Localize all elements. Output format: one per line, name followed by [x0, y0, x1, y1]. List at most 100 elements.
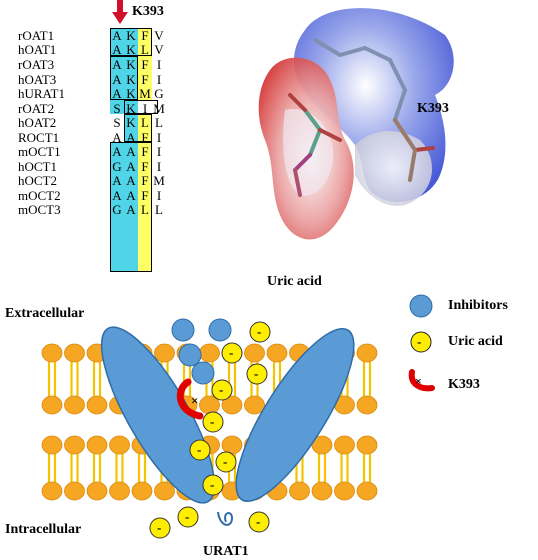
- lipid-head: [244, 343, 265, 363]
- lipid-head: [334, 481, 355, 501]
- alignment-residue: I: [156, 144, 162, 160]
- svg-text:-: -: [157, 520, 161, 535]
- alignment-species-label: mOCT2: [18, 187, 61, 203]
- alignment-residue: G: [112, 202, 122, 218]
- alignment-residue: A: [112, 27, 122, 43]
- alignment-residue: I: [156, 158, 162, 174]
- uric-acid-molecule: -: [215, 451, 237, 473]
- alignment-residue: L: [155, 202, 163, 218]
- lipid-head: [41, 395, 63, 415]
- alignment-box: [124, 114, 152, 142]
- lipid-head: [311, 481, 333, 501]
- uric-acid-molecule: -: [149, 517, 171, 539]
- lipid-head: [64, 435, 85, 455]
- lipid-head: [109, 435, 130, 455]
- lipid-head: [109, 481, 130, 501]
- k393-marker-arrow: [112, 0, 128, 24]
- lipid-head: [64, 343, 85, 363]
- lipid-head: [356, 435, 378, 455]
- alignment-species-label: rOAT2: [18, 100, 55, 116]
- uric-acid-molecule: -: [221, 342, 243, 364]
- alignment-residue: F: [141, 158, 149, 174]
- alignment-residue: F: [141, 71, 149, 87]
- alignment-residue: K: [126, 71, 136, 87]
- alignment-residue: A: [112, 86, 122, 102]
- alignment-residue: M: [153, 173, 165, 189]
- intracellular-label: Intracellular: [5, 522, 81, 537]
- alignment-residue: A: [112, 187, 122, 203]
- molecule-residue-label: K393: [417, 101, 449, 116]
- k393-cross: ×: [191, 393, 198, 408]
- lipid-head: [334, 435, 355, 455]
- alignment-species-label: rOAT1: [18, 27, 55, 43]
- alignment-residue: A: [112, 173, 122, 189]
- lipid-head: [131, 481, 153, 501]
- alignment-residue: A: [126, 129, 136, 145]
- alignment-residue: S: [113, 115, 121, 131]
- urat1-label: URAT1: [203, 544, 249, 559]
- alignment-residue: F: [141, 56, 149, 72]
- lipid-head: [356, 395, 378, 415]
- yellow-column-block: [138, 28, 152, 100]
- svg-text:-: -: [210, 414, 214, 429]
- svg-text:-: -: [229, 345, 233, 360]
- alignment-residue: G: [154, 86, 164, 102]
- alignment-residue: A: [112, 71, 122, 87]
- k393-site: [176, 378, 204, 420]
- alignment-box: [110, 28, 152, 56]
- alignment-species-label: mOCT1: [18, 144, 61, 160]
- alignment-species-label: mOCT3: [18, 202, 61, 218]
- alignment-residue: V: [154, 27, 164, 43]
- lipid-head: [199, 343, 220, 363]
- alignment-residue: A: [126, 173, 136, 189]
- svg-text:-: -: [197, 442, 201, 457]
- alignment-residue: A: [112, 42, 122, 58]
- lipid-head: [356, 343, 378, 363]
- lipid-head: [266, 343, 288, 363]
- cyan-column-block: [110, 142, 138, 272]
- uric-acid-molecule: -: [177, 506, 199, 528]
- alignment-species-label: ROCT1: [18, 129, 60, 145]
- svg-text:-: -: [417, 334, 421, 349]
- alignment-residue: L: [141, 202, 149, 218]
- uric-acid-molecule: -: [248, 511, 270, 533]
- alignment-residue: A: [126, 202, 136, 218]
- lipid-head: [154, 343, 175, 363]
- svg-text:×: ×: [415, 374, 422, 388]
- svg-text:-: -: [256, 514, 260, 529]
- lipid-head: [64, 481, 85, 501]
- lipid-head: [221, 435, 243, 455]
- alignment-residue: F: [141, 129, 149, 145]
- alignment-residue: I: [156, 71, 162, 87]
- alignment-residue: I: [156, 129, 162, 145]
- svg-text:-: -: [223, 454, 227, 469]
- alignment-box: [110, 56, 138, 100]
- lipid-head: [356, 481, 378, 501]
- inhibitor-molecule: [178, 343, 202, 367]
- inhibitor-molecule: [208, 318, 232, 342]
- legend: Inhibitors - Uric acid × K393: [408, 290, 538, 410]
- alignment-species-label: hOAT2: [18, 115, 57, 131]
- uric-acid-molecule: -: [249, 321, 271, 343]
- uric-acid-molecule: -: [246, 363, 268, 385]
- lipid-head: [289, 481, 310, 501]
- alignment-residue: A: [112, 56, 122, 72]
- extracellular-label: Extracellular: [5, 306, 84, 321]
- alignment-box: [124, 100, 158, 114]
- lipid-head: [41, 481, 63, 501]
- uric-acid-molecule: -: [202, 411, 224, 433]
- svg-text:-: -: [257, 324, 261, 339]
- lipid-head: [244, 395, 265, 415]
- alignment-residue: K: [126, 115, 136, 131]
- uric-acid-legend-icon: -: [410, 331, 432, 353]
- lipid-head: [86, 395, 108, 415]
- alignment-species-label: hOCT1: [18, 158, 57, 174]
- inhibitor-legend-icon: [409, 294, 433, 318]
- alignment-residue: F: [141, 187, 149, 203]
- lipid-head: [86, 481, 108, 501]
- molecule-sticks: [288, 38, 435, 197]
- alignment-residue: F: [141, 144, 149, 160]
- inhibitor-molecule: [191, 361, 215, 385]
- k393-marker-label: K393: [132, 4, 164, 19]
- alignment-residue: I: [142, 100, 148, 116]
